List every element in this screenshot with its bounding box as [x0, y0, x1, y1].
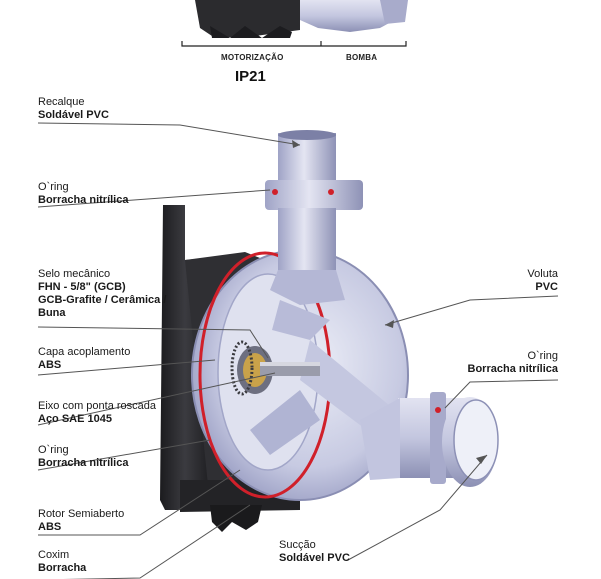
label-coxim-material: Borracha: [38, 562, 87, 574]
label-coxim-name: Coxim: [38, 549, 70, 561]
label-succao-material: Soldável PVC: [279, 552, 350, 564]
label-coxim: Coxim Borracha: [38, 549, 86, 575]
label-oring-bottom-material: Borracha nitrílica: [38, 457, 129, 469]
label-oring-top: O`ring Borracha nitrílica: [38, 181, 128, 207]
label-oring-bottom: O`ring Borracha nitrílica: [38, 444, 128, 470]
label-recalque-material: Soldável PVC: [38, 109, 109, 121]
label-voluta: Voluta PVC: [527, 268, 558, 294]
label-selo: Selo mecânico FHN - 5/8" (GCB) GCB-Grafi…: [38, 268, 166, 320]
label-voluta-material: PVC: [535, 281, 558, 293]
discharge-pipe: [265, 130, 363, 305]
label-selo-line-2: GCB-Grafite / Cerâmica /: [38, 294, 167, 306]
label-oring-right-name: O`ring: [527, 350, 558, 362]
coxim-feet: [210, 505, 262, 532]
label-capa-name: Capa acoplamento: [38, 346, 131, 358]
label-voluta-name: Voluta: [527, 268, 558, 280]
section-bracket: [181, 41, 407, 47]
label-capa: Capa acoplamento ABS: [38, 346, 130, 372]
label-oring-right: O`ring Borracha nitrílica: [468, 350, 558, 376]
ip-rating: IP21: [235, 68, 266, 85]
label-oring-bottom-name: O`ring: [38, 444, 69, 456]
label-eixo-name: Eixo com ponta roscada: [38, 400, 157, 412]
label-rotor-name: Rotor Semiaberto: [38, 508, 125, 520]
label-recalque-name: Recalque: [38, 96, 85, 108]
leader-arrowheads: [292, 140, 487, 464]
motorizacao-header: MOTORIZAÇÃO: [221, 53, 284, 62]
suction-pipe: [360, 392, 499, 487]
top-pump-fragment: [195, 0, 408, 38]
label-selo-line-3: Buna: [38, 307, 66, 319]
label-rotor: Rotor Semiaberto ABS: [38, 508, 124, 534]
label-eixo-material: Aço SAE 1045: [38, 413, 112, 425]
label-oring-right-material: Borracha nitrílica: [467, 363, 558, 375]
volute-body: [191, 249, 409, 501]
label-succao-name: Sucção: [279, 539, 316, 551]
label-selo-name: Selo mecânico: [38, 268, 111, 280]
label-recalque: Recalque Soldável PVC: [38, 96, 109, 122]
label-oring-top-name: O`ring: [38, 181, 69, 193]
label-eixo: Eixo com ponta roscada Aço SAE 1045: [38, 400, 156, 426]
label-selo-line-1: FHN - 5/8" (GCB): [38, 281, 126, 293]
label-succao: Sucção Soldável PVC: [279, 539, 350, 565]
label-rotor-material: ABS: [38, 521, 62, 533]
label-capa-material: ABS: [38, 359, 62, 371]
bomba-header: BOMBA: [346, 53, 378, 62]
label-oring-top-material: Borracha nitrílica: [38, 194, 129, 206]
leader-lines: [37, 122, 559, 579]
